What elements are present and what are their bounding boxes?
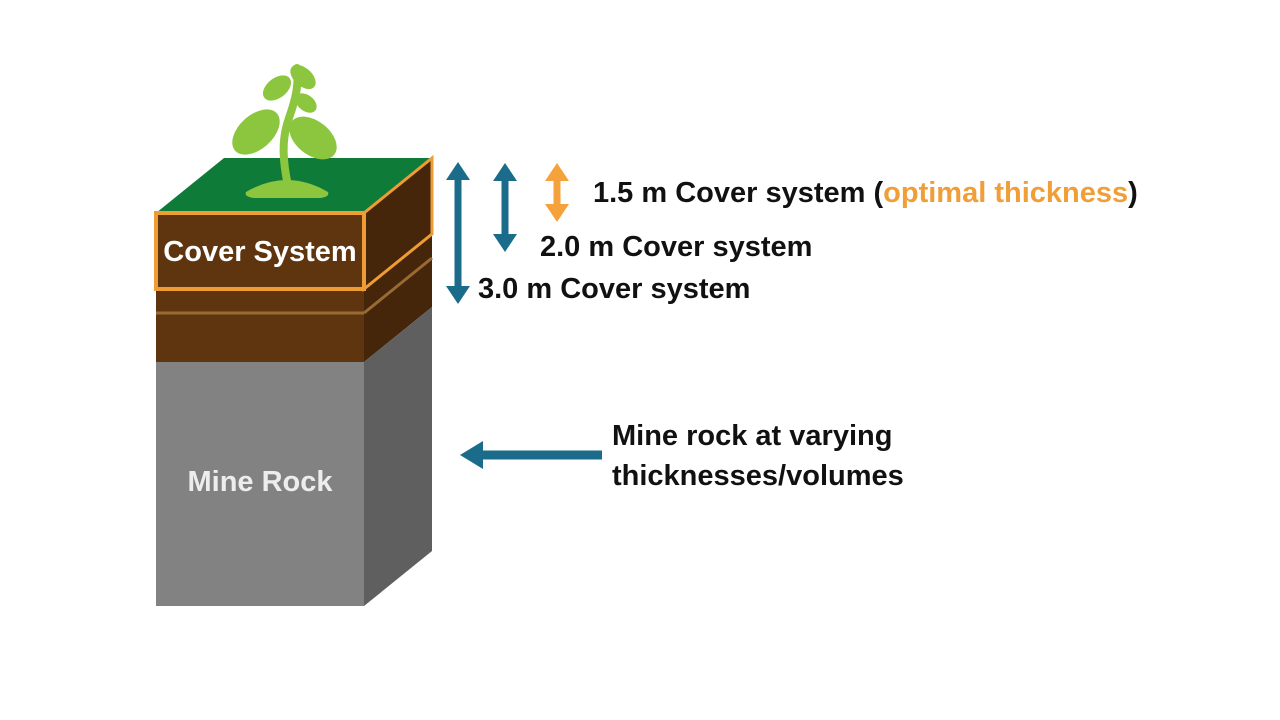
seedling-icon — [232, 64, 337, 198]
seedling-leaf-upper-left — [262, 75, 292, 101]
mine-rock-note: Mine rock at varying thicknesses/volumes — [612, 416, 904, 496]
cover-system-front-face — [154, 211, 366, 291]
seedling-leaf-mid-right — [295, 93, 317, 113]
mine-rock-note-line1: Mine rock at varying — [612, 420, 893, 452]
cover-1-5m-label-highlight: optimal thickness — [883, 177, 1129, 209]
seedling-leaf-right — [289, 116, 337, 160]
cover-1-5m-label: 1.5 m Cover system (optimal thickness) — [593, 176, 1138, 210]
cover-3m-label: 3.0 m Cover system — [478, 273, 751, 305]
mine-rock-side-face — [364, 307, 432, 606]
seedling-leaf-left — [232, 109, 280, 155]
thickness-arrow-3m — [446, 162, 470, 304]
cover-2m-label: 2.0 m Cover system — [540, 231, 813, 263]
cover-system-label: Cover System — [163, 236, 357, 268]
seedling-leaf-top — [290, 64, 316, 90]
soil-lower-front-face — [156, 289, 364, 362]
cover-1-5m-label-suffix: ) — [1128, 177, 1138, 209]
thickness-arrow-2m — [493, 163, 517, 252]
mine-rock-front-face — [156, 362, 364, 606]
mine-rock-note-line2: thicknesses/volumes — [612, 460, 904, 492]
cover-1-5m-label-prefix: 1.5 m Cover system ( — [593, 177, 884, 209]
soil-divider-side-line — [363, 256, 433, 315]
thickness-arrow-1-5m — [545, 163, 569, 222]
mine-rock-label: Mine Rock — [187, 466, 333, 498]
mine-rock-arrow-left — [460, 441, 602, 469]
